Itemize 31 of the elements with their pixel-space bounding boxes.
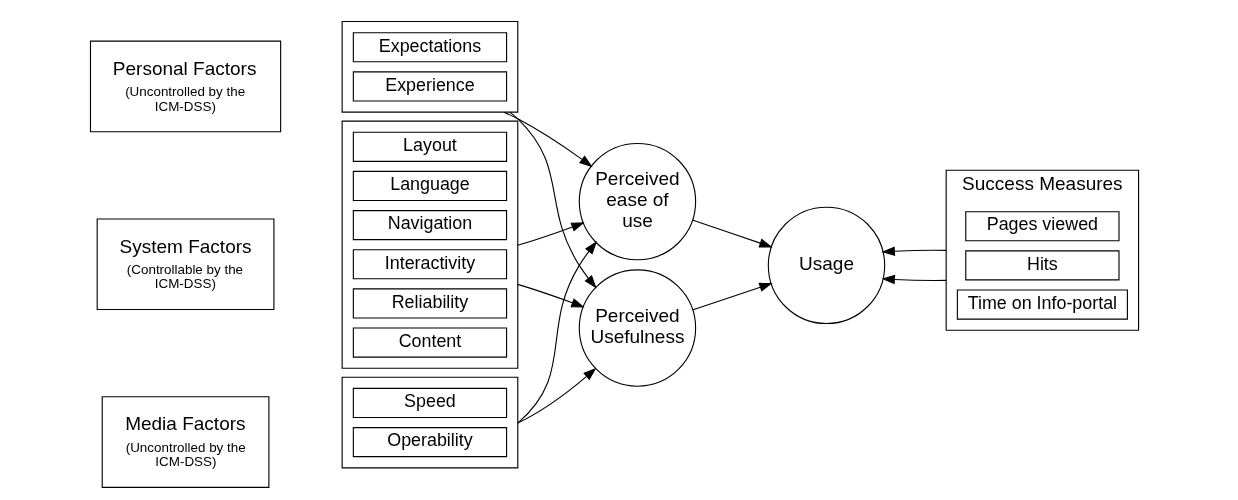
cluster	[341, 376, 519, 469]
arrow	[881, 246, 947, 256]
arrow	[517, 222, 585, 246]
node-box: Time on Info-portal	[956, 289, 1128, 320]
node-box: Navigation	[352, 210, 508, 241]
node-box: System Factors (Controllable by the ICM-DSS)	[96, 218, 275, 311]
arrow	[692, 282, 773, 311]
arrow	[503, 111, 593, 168]
node-box: Language	[352, 170, 508, 202]
arrow	[881, 274, 947, 285]
node-box: Hits	[965, 250, 1120, 281]
cluster	[341, 120, 519, 369]
node-box: Personal Factors (Uncontrolled by the ICM-DSS)	[89, 40, 282, 133]
node-box: Speed	[352, 387, 508, 419]
node-circle: Perceived Usefulness	[578, 269, 697, 387]
node-box: Layout	[352, 131, 508, 162]
arrow	[692, 219, 773, 248]
node-box: Media Factors (Uncontrolled by the ICM-DSS)	[101, 396, 270, 488]
node-box: Operability	[352, 427, 508, 458]
cluster	[341, 20, 519, 113]
node-box: Interactivity	[352, 249, 508, 280]
arrow	[517, 241, 598, 424]
node-box: Reliability	[352, 288, 508, 319]
arrow	[517, 283, 585, 308]
node-box: Expectations	[352, 32, 508, 63]
node-box: Experience	[352, 71, 508, 102]
node-circle: Usage	[767, 206, 886, 325]
node-box: Content	[352, 327, 508, 358]
arrow	[517, 367, 597, 424]
arrow	[509, 111, 597, 289]
node-box: Pages viewed	[965, 211, 1120, 242]
